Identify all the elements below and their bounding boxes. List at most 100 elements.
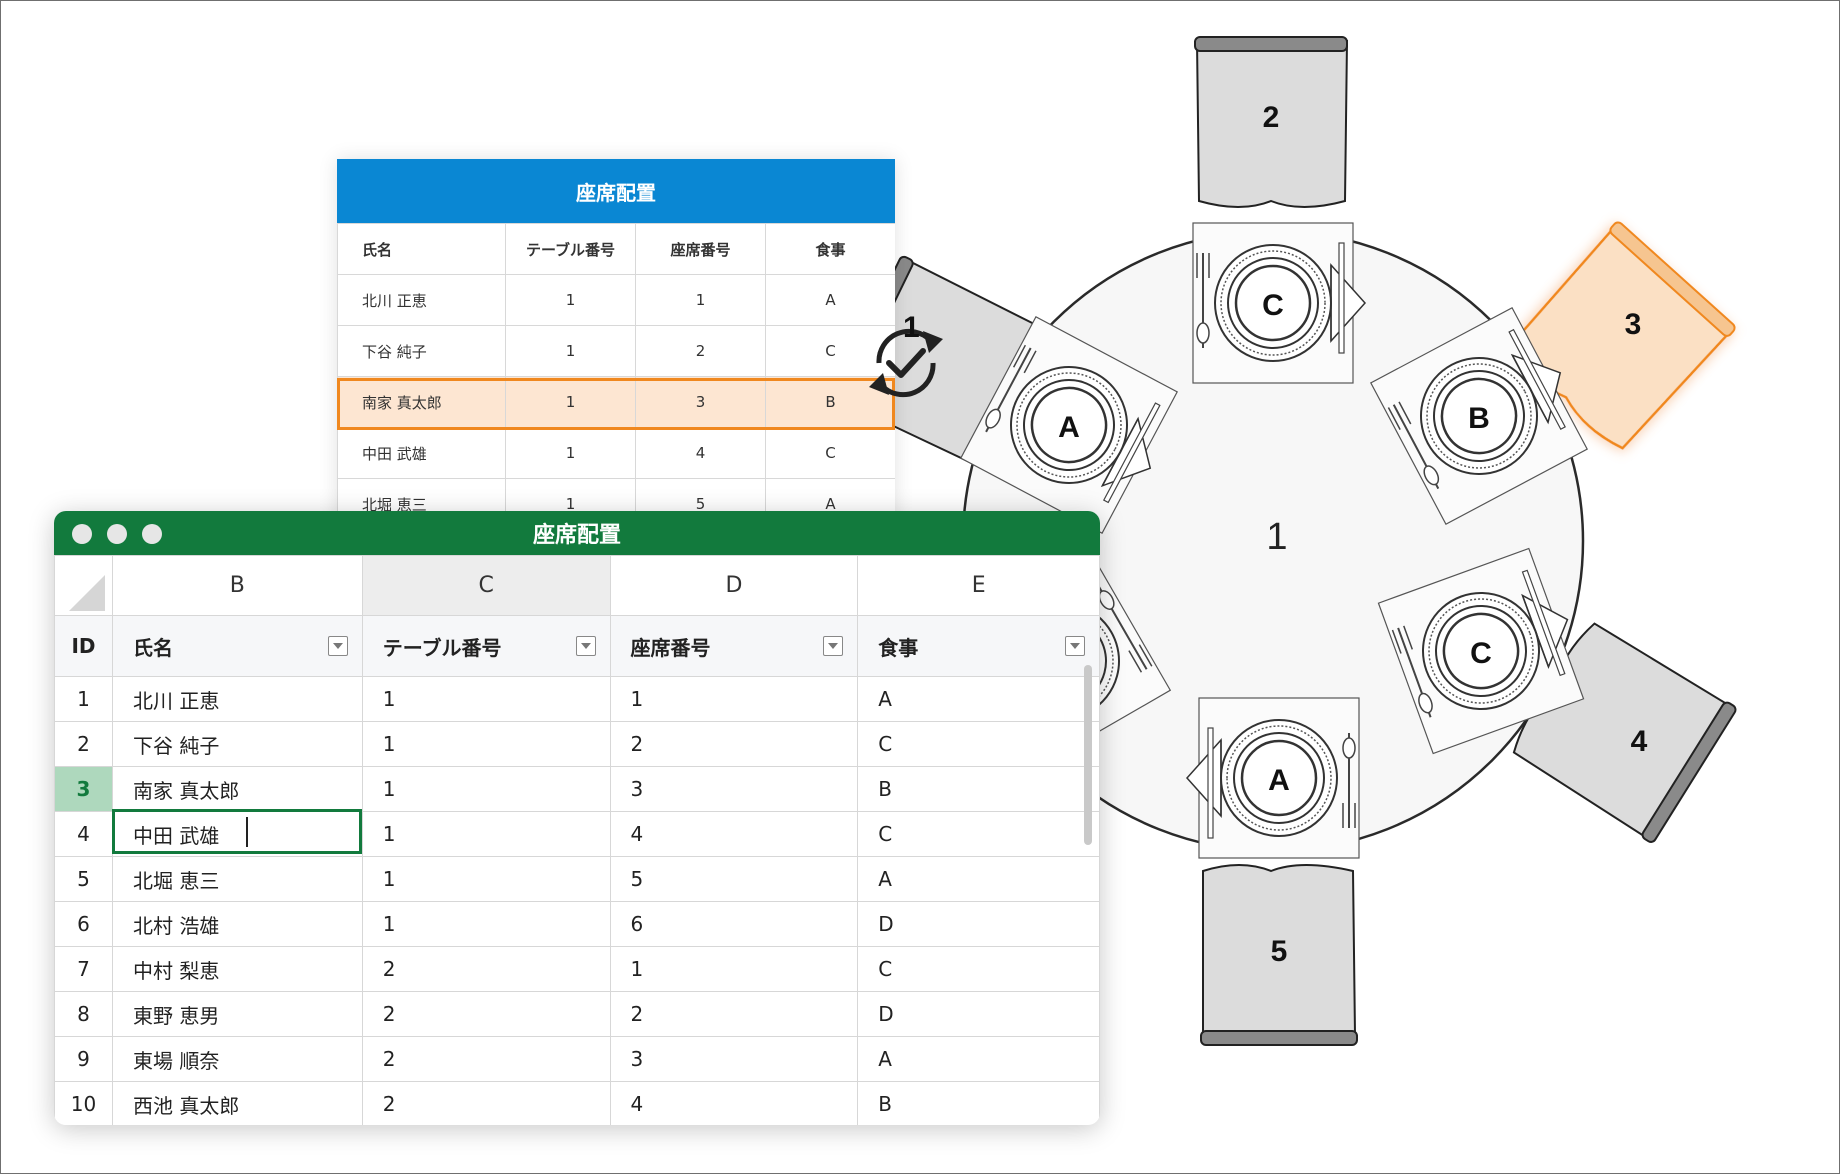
cell-name[interactable]: 北堀 恵三 <box>111 856 363 902</box>
cell-table-number[interactable]: 1 <box>361 856 611 902</box>
cell-seat-number[interactable]: 4 <box>609 1081 859 1125</box>
row-number[interactable]: 5 <box>54 856 113 902</box>
cell-seat-number[interactable]: 1 <box>609 676 859 722</box>
cell-meal: C <box>765 325 895 377</box>
cell-name[interactable]: 南家 真太郎 <box>111 766 363 812</box>
row-number[interactable]: 10 <box>54 1081 113 1125</box>
cell-table-number[interactable]: 2 <box>361 1081 611 1125</box>
minimize-dot-icon[interactable] <box>107 524 127 544</box>
cell-seat-number[interactable]: 6 <box>609 901 859 947</box>
text-caret <box>246 817 248 847</box>
cell-meal: A <box>765 274 895 326</box>
column-header-c[interactable]: C <box>361 555 611 616</box>
column-header-d[interactable]: D <box>609 555 859 616</box>
cell-seat-number[interactable]: 4 <box>609 811 859 857</box>
filter-dropdown-icon[interactable] <box>823 636 844 656</box>
cell-meal[interactable]: C <box>857 811 1100 857</box>
row-number[interactable]: 3 <box>54 766 113 812</box>
cell-meal[interactable]: B <box>857 1081 1100 1125</box>
filter-dropdown-icon[interactable] <box>327 636 348 656</box>
cell-name[interactable]: 西池 真太郎 <box>111 1081 363 1125</box>
cell-seat-number[interactable]: 1 <box>609 946 859 992</box>
spreadsheet-window: 座席配置 B C D E ID 氏名 テーブル番号 座席番号 <box>54 511 1100 1125</box>
cell-meal[interactable]: D <box>857 991 1100 1037</box>
cell-meal[interactable]: A <box>857 1036 1100 1082</box>
cell-name[interactable]: 東場 順奈 <box>111 1036 363 1082</box>
cell-name: 南家 真太郎 <box>337 376 506 428</box>
cell-meal[interactable]: B <box>857 766 1100 812</box>
field-header-label: テーブル番号 <box>382 635 502 660</box>
row-number[interactable]: 1 <box>54 676 113 722</box>
vertical-scrollbar[interactable] <box>1084 665 1092 845</box>
cell-table-number[interactable]: 2 <box>361 991 611 1037</box>
web-table-title: 座席配置 <box>337 159 895 223</box>
row-number[interactable]: 4 <box>54 811 113 857</box>
cell-name[interactable]: 東野 恵男 <box>111 991 363 1037</box>
cell-meal: C <box>765 427 895 479</box>
chair-3-label: 3 <box>1625 308 1642 341</box>
cell-meal[interactable]: A <box>857 676 1100 722</box>
field-header-label: 食事 <box>878 635 919 660</box>
cell-meal[interactable]: A <box>857 856 1100 902</box>
row-number[interactable]: 2 <box>54 721 113 767</box>
cell-seat-number[interactable]: 3 <box>609 766 859 812</box>
close-dot-icon[interactable] <box>72 524 92 544</box>
cell-meal[interactable]: C <box>857 721 1100 767</box>
cell-name: 下谷 純子 <box>337 325 506 377</box>
chair-2[interactable]: 2 <box>1194 36 1349 208</box>
web-table-row[interactable]: 北川 正恵 1 1 A <box>337 274 895 326</box>
place-setting-a-bottom: A <box>1186 697 1360 859</box>
row-number[interactable]: 9 <box>54 1036 113 1082</box>
meal-label: C <box>1262 289 1284 322</box>
cell-seat-number[interactable]: 2 <box>609 991 859 1037</box>
cell-meal[interactable]: D <box>857 901 1100 947</box>
cell-table: 1 <box>505 325 636 377</box>
web-table-row[interactable]: 中田 武雄 1 4 C <box>337 427 895 479</box>
cell-table-number[interactable]: 1 <box>361 811 611 857</box>
cell-name[interactable]: 北村 浩雄 <box>111 901 363 947</box>
cell-table-number[interactable]: 1 <box>361 766 611 812</box>
cell-table: 1 <box>505 274 636 326</box>
cell-table-number[interactable]: 2 <box>361 1036 611 1082</box>
web-table-row-highlighted[interactable]: 南家 真太郎 1 3 B <box>337 376 895 428</box>
select-all-corner[interactable] <box>54 555 113 616</box>
field-header-name: 氏名 <box>111 615 363 677</box>
cell-seat-number[interactable]: 2 <box>609 721 859 767</box>
column-header-b[interactable]: B <box>111 555 363 616</box>
chair-1-label: 1 <box>903 311 920 344</box>
spreadsheet-title: 座席配置 <box>532 523 621 548</box>
cell-meal[interactable]: C <box>857 946 1100 992</box>
cell-table-number[interactable]: 1 <box>361 676 611 722</box>
filter-dropdown-icon[interactable] <box>1065 636 1085 656</box>
row-number[interactable]: 7 <box>54 946 113 992</box>
zoom-dot-icon[interactable] <box>142 524 162 544</box>
cell-seat-number[interactable]: 5 <box>609 856 859 902</box>
cell-name[interactable]: 下谷 純子 <box>111 721 363 767</box>
filter-dropdown-icon[interactable] <box>575 636 596 656</box>
cell-seat-number[interactable]: 3 <box>609 1036 859 1082</box>
field-header-meal: 食事 <box>857 615 1100 677</box>
row-number[interactable]: 6 <box>54 901 113 947</box>
chair-label: 5 <box>1271 935 1288 968</box>
cell-table-number[interactable]: 1 <box>361 721 611 767</box>
cell-name[interactable]: 中村 梨恵 <box>111 946 363 992</box>
cell-name[interactable]: 北川 正恵 <box>111 676 363 722</box>
chair-5[interactable]: 5 <box>1200 864 1358 1046</box>
row-number[interactable]: 8 <box>54 991 113 1037</box>
cell-table-number[interactable]: 2 <box>361 946 611 992</box>
cell-table-number[interactable]: 1 <box>361 901 611 947</box>
column-header-e[interactable]: E <box>857 555 1100 616</box>
web-table-row[interactable]: 下谷 純子 1 2 C <box>337 325 895 377</box>
cell-name[interactable]: 中田 武雄 <box>111 811 363 857</box>
